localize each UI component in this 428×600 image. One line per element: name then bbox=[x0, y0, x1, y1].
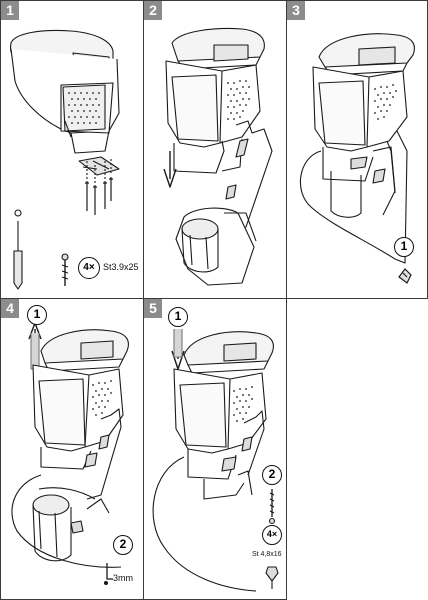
step-5-badge: 5 bbox=[144, 299, 162, 318]
step-2-badge: 2 bbox=[144, 1, 162, 20]
step-5-callout-1: 1 bbox=[168, 307, 188, 327]
clip-icon bbox=[398, 268, 412, 284]
step-4-panel: 4 bbox=[0, 298, 144, 600]
step-5-qty-circle: 4× bbox=[262, 525, 282, 545]
step-1-illustration bbox=[9, 30, 120, 290]
step-4-drill-size: 3mm bbox=[113, 573, 133, 583]
step-4-callout-1: 1 bbox=[27, 305, 47, 325]
empty-area bbox=[287, 299, 428, 600]
step-5-illustration bbox=[152, 329, 279, 592]
step-3-panel: 3 1 bbox=[286, 0, 428, 299]
step-1-screw-spec: St3.9x25 bbox=[103, 262, 139, 272]
step-3-badge: 3 bbox=[287, 1, 305, 20]
step-1-perforation bbox=[68, 92, 100, 124]
step-3-illustration bbox=[299, 33, 415, 284]
step-3-callout: 1 bbox=[394, 237, 414, 257]
step-4-callout-2: 2 bbox=[113, 535, 133, 555]
step-1-panel: 1 bbox=[0, 0, 144, 299]
step-2-illustration bbox=[163, 28, 273, 286]
step-1-qty: 4× bbox=[83, 262, 95, 273]
step-1-qty-circle: 4× bbox=[78, 257, 100, 279]
step-1-badge: 1 bbox=[1, 1, 19, 20]
step-4-badge: 4 bbox=[1, 299, 19, 318]
step-5-screw-spec: St 4,8x16 bbox=[252, 551, 282, 558]
step-5-callout-2: 2 bbox=[262, 465, 282, 485]
step-5-qty: 4× bbox=[266, 529, 278, 539]
step-5-panel: 5 bbox=[143, 298, 287, 600]
step-2-panel: 2 bbox=[143, 0, 287, 299]
step-4-illustration bbox=[11, 322, 129, 586]
